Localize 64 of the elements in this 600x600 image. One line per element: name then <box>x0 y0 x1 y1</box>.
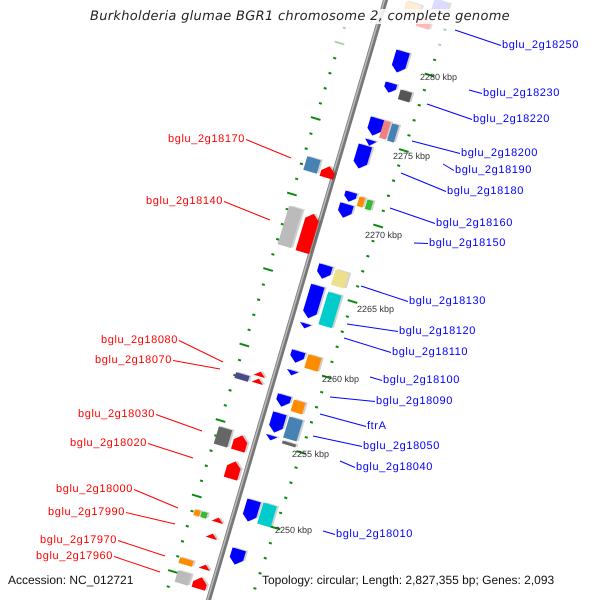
scale-label: 2255 kbp <box>292 449 330 460</box>
leader-line <box>442 164 454 171</box>
gene-label: bglu_2g18250 <box>502 39 579 52</box>
leader-line <box>426 104 472 120</box>
gene-label: bglu_2g18000 <box>56 483 133 496</box>
gene-label: bglu_2g18040 <box>356 461 433 474</box>
gene-label: bglu_2g18050 <box>363 440 440 453</box>
leader-line <box>114 556 160 572</box>
gene-label: bglu_2g18070 <box>95 354 172 367</box>
leader-line <box>172 360 220 370</box>
leader-line <box>118 540 166 556</box>
gene-label: bglu_2g18190 <box>455 164 532 177</box>
gene-label: bglu_2g17960 <box>36 550 113 563</box>
gene-label: bglu_2g18200 <box>461 147 538 160</box>
gene-label: bglu_2g17990 <box>48 506 125 519</box>
gene-label: bglu_2g18150 <box>429 237 506 250</box>
gene-label: bglu_2g18100 <box>383 374 460 387</box>
leader-line <box>156 414 202 432</box>
gene-label: bglu_2g18020 <box>70 437 147 450</box>
gene-label: bglu_2g18160 <box>436 217 513 230</box>
scale-label: 2275 kbp <box>393 151 430 162</box>
leader-line <box>178 340 224 362</box>
scale-label: 2280 kbp <box>420 72 458 83</box>
leader-line <box>390 208 436 224</box>
gene-label: bglu_2g18170 <box>168 133 245 146</box>
gene-label: bglu_2g18010 <box>336 528 413 541</box>
gene-label: bglu_2g18230 <box>483 87 560 100</box>
leader-line <box>126 512 176 524</box>
leader-line <box>346 324 398 332</box>
scale-label: 2250 kbp <box>275 525 312 536</box>
scale-label: 2260 kbp <box>322 374 360 385</box>
gene-label: ftrA <box>367 420 387 433</box>
diagram-title: Burkholderia glumae BGR1 chromosome 2, complete genome <box>88 9 512 24</box>
leader-line <box>320 414 366 427</box>
genome-summary-text: Topology: circular; Length: 2,827,355 bp; Genes: 2,093 <box>262 575 554 586</box>
gene-label: bglu_2g18140 <box>146 195 223 208</box>
leader-line <box>412 140 460 154</box>
leader-line <box>246 139 292 158</box>
leader-line <box>468 90 482 94</box>
gene-label: bglu_2g18090 <box>376 395 453 408</box>
leader-line <box>454 30 502 46</box>
gene-label: bglu_2g17970 <box>40 534 117 547</box>
gene-label: bglu_2g18110 <box>392 346 468 359</box>
leader-line <box>370 376 382 381</box>
leader-line <box>330 396 376 402</box>
leader-line <box>414 242 428 244</box>
leader-line <box>148 443 194 458</box>
gene-label: bglu_2g18130 <box>409 295 486 308</box>
gene-label: bglu_2g18120 <box>399 325 476 338</box>
leader-line <box>312 436 362 447</box>
leader-line <box>400 172 446 192</box>
leader-line <box>360 286 408 302</box>
accession-text: Accession: NC_012721 <box>8 575 134 586</box>
leader-line <box>340 460 356 468</box>
gene-label: bglu_2g18220 <box>473 113 550 126</box>
gene-label: bglu_2g18080 <box>101 334 178 347</box>
leader-line <box>224 201 270 220</box>
gene-label: bglu_2g18030 <box>78 408 155 421</box>
scale-label: 2270 kbp <box>365 230 402 241</box>
gene-label: bglu_2g18180 <box>447 185 524 198</box>
leader-line <box>344 338 392 353</box>
leader-line <box>322 530 336 535</box>
scale-label: 2265 kbp <box>357 304 394 315</box>
leader-line <box>134 489 178 508</box>
